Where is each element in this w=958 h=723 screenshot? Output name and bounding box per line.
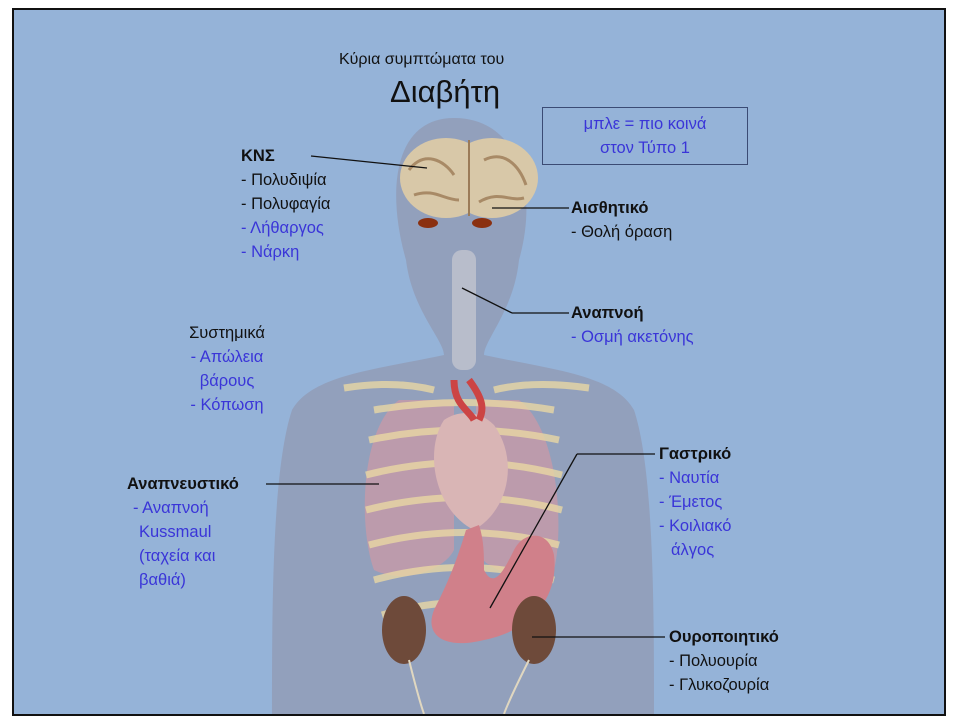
group-breath: Αναπνοή - Οσμή ακετόνης	[571, 301, 694, 349]
title-line-1: Κύρια συμπτώματα του	[339, 51, 504, 69]
sensory-heading: Αισθητικό	[571, 196, 672, 220]
breath-item-1: - Οσμή ακετόνης	[571, 325, 694, 349]
cns-item-3: - Λήθαργος	[241, 216, 330, 240]
urinary-heading: Ουροποιητικό	[669, 625, 779, 649]
respiratory-item-3: (ταχεία και	[127, 544, 239, 568]
legend-box: μπλε = πιο κοινά στον Τύπο 1	[542, 107, 748, 165]
title-line-2: Διαβήτη	[390, 74, 500, 110]
systemic-item-2: βάρους	[162, 369, 292, 393]
cns-item-4: - Νάρκη	[241, 240, 330, 264]
respiratory-item-4: βαθιά)	[127, 568, 239, 592]
respiratory-heading: Αναπνευστικό	[127, 472, 239, 496]
sensory-item-1: - Θολή όραση	[571, 220, 672, 244]
kidney-right	[512, 596, 556, 664]
group-respiratory: Αναπνευστικό - Αναπνοή Kussmaul (ταχεία …	[127, 472, 239, 592]
systemic-item-3: - Κόπωση	[162, 393, 292, 417]
gastric-heading: Γαστρικό	[659, 442, 731, 466]
gastric-item-3: - Κοιλιακό	[659, 514, 731, 538]
breath-heading: Αναπνοή	[571, 301, 694, 325]
respiratory-item-1: - Αναπνοή	[127, 496, 239, 520]
group-urinary: Ουροποιητικό - Πολυουρία - Γλυκοζουρία	[669, 625, 779, 697]
urinary-item-1: - Πολυουρία	[669, 649, 779, 673]
gastric-item-4: άλγος	[659, 538, 731, 562]
legend-line-2: στον Τύπο 1	[543, 136, 747, 160]
group-cns: ΚΝΣ - Πολυδιψία - Πολυφαγία - Λήθαργος -…	[241, 144, 330, 264]
trachea	[452, 250, 476, 370]
cns-item-1: - Πολυδιψία	[241, 168, 330, 192]
cns-item-2: - Πολυφαγία	[241, 192, 330, 216]
anatomy-figure	[14, 10, 944, 714]
kidney-left	[382, 596, 426, 664]
systemic-item-1: - Απώλεια	[162, 345, 292, 369]
gastric-item-2: - Έμετος	[659, 490, 731, 514]
respiratory-item-2: Kussmaul	[127, 520, 239, 544]
group-sensory: Αισθητικό - Θολή όραση	[571, 196, 672, 244]
group-systemic: Συστημικά - Απώλεια βάρους - Κόπωση	[162, 321, 292, 417]
legend-line-1: μπλε = πιο κοινά	[543, 112, 747, 136]
eye-left	[418, 218, 438, 228]
eye-right	[472, 218, 492, 228]
diagram-frame: Κύρια συμπτώματα του Διαβήτη μπλε = πιο …	[12, 8, 946, 716]
gastric-item-1: - Ναυτία	[659, 466, 731, 490]
urinary-item-2: - Γλυκοζουρία	[669, 673, 779, 697]
systemic-heading: Συστημικά	[162, 321, 292, 345]
cns-heading: ΚΝΣ	[241, 144, 330, 168]
group-gastric: Γαστρικό - Ναυτία - Έμετος - Κοιλιακό άλ…	[659, 442, 731, 562]
brain	[400, 138, 538, 218]
